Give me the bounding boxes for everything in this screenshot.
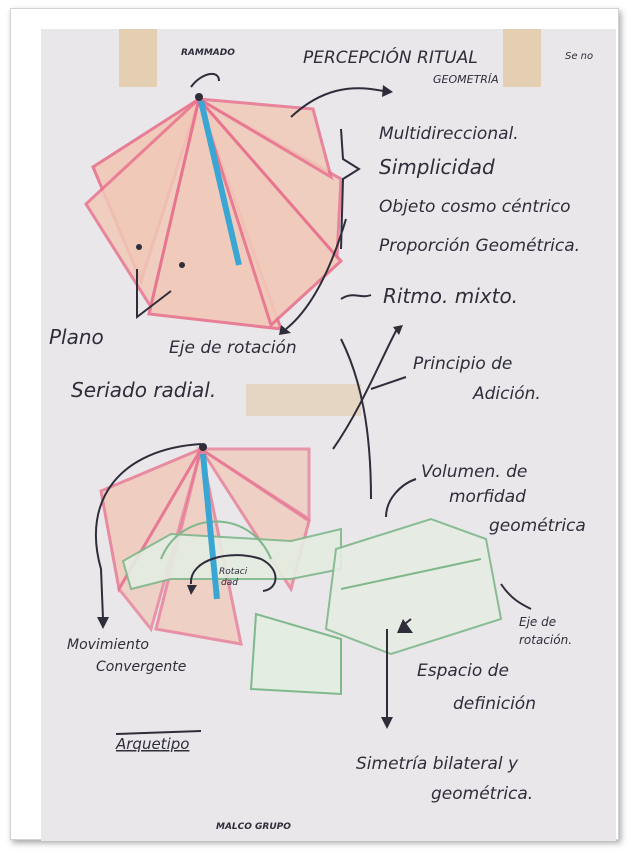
image-frame: RAMMADO PERCEPCIÓN RITUAL GEOMETRÍA Se n… — [10, 8, 619, 841]
label-addition: Adición. — [472, 384, 541, 404]
label-movement: Movimiento — [67, 637, 149, 653]
label-side-note: Se no — [565, 51, 593, 62]
upper-fan-figure — [84, 72, 344, 331]
label-space: Espacio de — [417, 661, 509, 681]
label-plane: Plano — [49, 325, 104, 349]
tape-top-right — [503, 29, 541, 87]
label-convergent: Convergente — [96, 659, 186, 675]
label-symmetry2: geométrica. — [431, 784, 533, 804]
label-title-sub: GEOMETRÍA — [433, 73, 499, 86]
arrow-rotation-axis — [285, 218, 347, 330]
arrow-movement — [95, 443, 202, 620]
label-bottom-small: MALCO GRUPO — [216, 822, 291, 832]
label-multidirectional: Multidireccional. — [379, 124, 519, 144]
label-simplicity: Simplicidad — [379, 155, 495, 179]
arrow-volume — [385, 478, 417, 518]
label-definition: definición — [453, 694, 536, 714]
label-proportion: Proporción Geométrica. — [379, 236, 580, 256]
tape-top-left — [119, 29, 157, 87]
label-principle: Principio de — [413, 354, 512, 374]
label-radial: Seriado radial. — [71, 378, 216, 402]
label-object: Objeto cosmo céntrico — [379, 197, 571, 217]
tape-middle — [246, 384, 361, 416]
label-title: PERCEPCIÓN RITUAL — [303, 46, 478, 68]
brace — [340, 128, 361, 250]
arrow-rhythm — [340, 294, 372, 300]
label-axis-rotation: Eje de rotación — [169, 338, 297, 358]
concept-sketch: RAMMADO PERCEPCIÓN RITUAL GEOMETRÍA Se n… — [49, 29, 593, 832]
label-center-1: Rotaci — [219, 567, 248, 577]
arrow-principle — [340, 338, 372, 500]
label-center-2: dad — [221, 578, 238, 588]
lower-fan-figure — [99, 443, 503, 696]
label-morphology: morfidad — [449, 487, 526, 507]
label-volume: Volumen. de — [421, 462, 527, 482]
label-rhythm: Ritmo. mixto. — [383, 284, 518, 308]
sketch-paper: RAMMADO PERCEPCIÓN RITUAL GEOMETRÍA Se n… — [41, 29, 616, 841]
arrow-to-title — [290, 87, 384, 118]
arrow-axis2 — [500, 583, 532, 610]
label-symmetry: Simetría bilateral y — [356, 754, 519, 774]
label-axis2b: rotación. — [519, 633, 572, 647]
label-axis2a: Eje de — [519, 615, 556, 629]
label-archetype: Arquetipo — [115, 735, 189, 753]
label-top-small: RAMMADO — [181, 48, 235, 58]
label-geometric: geométrica — [489, 516, 586, 536]
